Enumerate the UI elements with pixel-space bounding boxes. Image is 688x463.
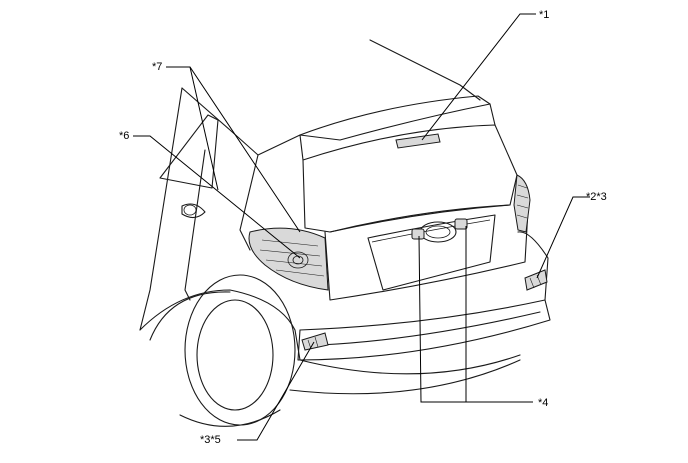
callout-3-5-label: *3*5 (200, 434, 221, 446)
right-rear-reflector (524, 269, 548, 291)
callout-7-label: *7 (152, 61, 162, 73)
left-rear-reflector (301, 332, 329, 351)
callout-4-label: *4 (538, 397, 548, 409)
right-rear-combination-lamp (513, 174, 531, 233)
callout-1-label: *1 (539, 9, 549, 21)
left-rear-combination-lamp (248, 227, 329, 291)
vehicle-body (139, 39, 551, 427)
callout-6-label: *6 (119, 130, 129, 142)
license-plate-lamps (411, 218, 468, 240)
callout-2-3-label: *2*3 (586, 191, 607, 203)
leader-lines (133, 13, 590, 441)
high-mount-stop-lamp (395, 133, 441, 149)
